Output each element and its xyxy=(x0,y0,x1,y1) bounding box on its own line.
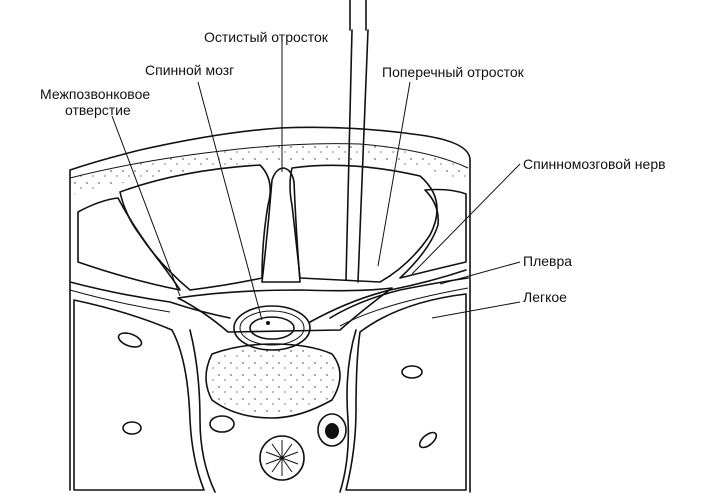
right-paraspinal-muscle xyxy=(289,164,438,283)
leader-lung xyxy=(431,301,521,319)
vertebral-body xyxy=(205,343,341,419)
spinal-cord-shape xyxy=(249,316,295,340)
spinal-nerve-strand xyxy=(309,269,467,323)
label-transverse-process: Поперечный отросток xyxy=(382,64,524,80)
leader-spinal-nerve xyxy=(411,163,521,275)
label-spinal-nerve: Спинномозговой нерв xyxy=(523,156,666,172)
label-spinal-cord: Спинной мозг xyxy=(145,62,235,78)
pleura-line xyxy=(69,277,469,319)
leader-intervertebral-foramen xyxy=(111,115,181,297)
needle-left xyxy=(345,0,353,281)
label-intervertebral-foramen-line1: Межпозвонковое xyxy=(40,86,151,102)
subcutaneous-layer xyxy=(70,143,468,196)
esophagus xyxy=(259,435,305,481)
left-outer-muscle xyxy=(77,197,181,291)
right-lung xyxy=(345,293,467,491)
label-intervertebral-foramen-line2: отверстие xyxy=(65,102,131,118)
label-spinous-process: Остистый отросток xyxy=(204,29,328,45)
azygos-vein xyxy=(209,415,235,433)
mediastinum-outline xyxy=(189,329,357,493)
label-pleura: Плевра xyxy=(523,253,573,269)
left-paraspinal-muscle xyxy=(119,164,271,291)
vertebral-arch xyxy=(177,287,393,333)
leader-spinal-cord xyxy=(197,81,263,321)
leader-transverse-process xyxy=(377,81,411,267)
leader-pleura xyxy=(439,261,521,285)
aorta xyxy=(317,413,347,447)
label-lung: Легкое xyxy=(523,289,567,305)
needle-right xyxy=(357,0,369,283)
left-lung xyxy=(73,299,205,491)
right-outer-muscle xyxy=(399,188,467,279)
body-outline xyxy=(69,126,471,493)
